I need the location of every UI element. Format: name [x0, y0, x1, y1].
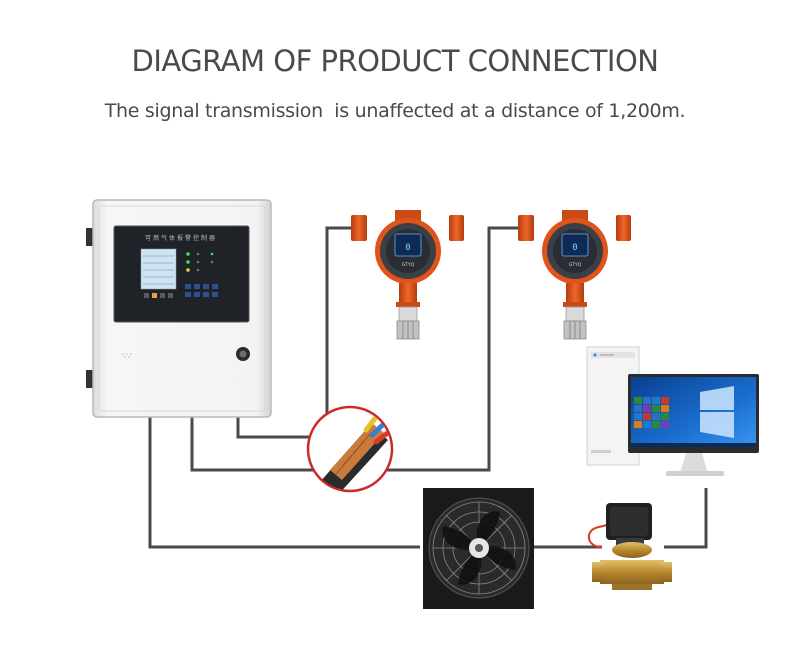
page-subtitle: The signal transmission is unaffected at…	[104, 100, 686, 122]
exhaust-fan-icon	[423, 488, 534, 609]
status-leds	[186, 252, 214, 272]
solenoid-valve-icon	[587, 503, 672, 590]
wire-detector-2	[190, 226, 518, 472]
detector-1-reading: 0	[405, 243, 410, 253]
controller-keypad	[144, 284, 218, 298]
gas-alarm-controller-icon: 可燃气体报警控制器	[86, 199, 272, 418]
page-title: DIAGRAM OF PRODUCT CONNECTION	[131, 44, 659, 78]
detector-2-brand: GTYQ	[569, 262, 582, 268]
cable-cross-section-icon	[306, 405, 394, 493]
wire-computer	[664, 488, 708, 549]
detector-1-brand: GTYQ	[402, 262, 415, 268]
desktop-computer-icon	[586, 346, 759, 476]
wire-fan	[148, 417, 420, 549]
gas-detector-icon: 0 GTYQ	[351, 210, 464, 340]
detector-2-reading: 0	[572, 243, 577, 253]
controller-brand-mark: 可燃气体报警控制器	[145, 234, 217, 242]
start-tiles	[634, 397, 669, 428]
gas-detector-icon-2: 0 GTYQ	[518, 210, 631, 340]
